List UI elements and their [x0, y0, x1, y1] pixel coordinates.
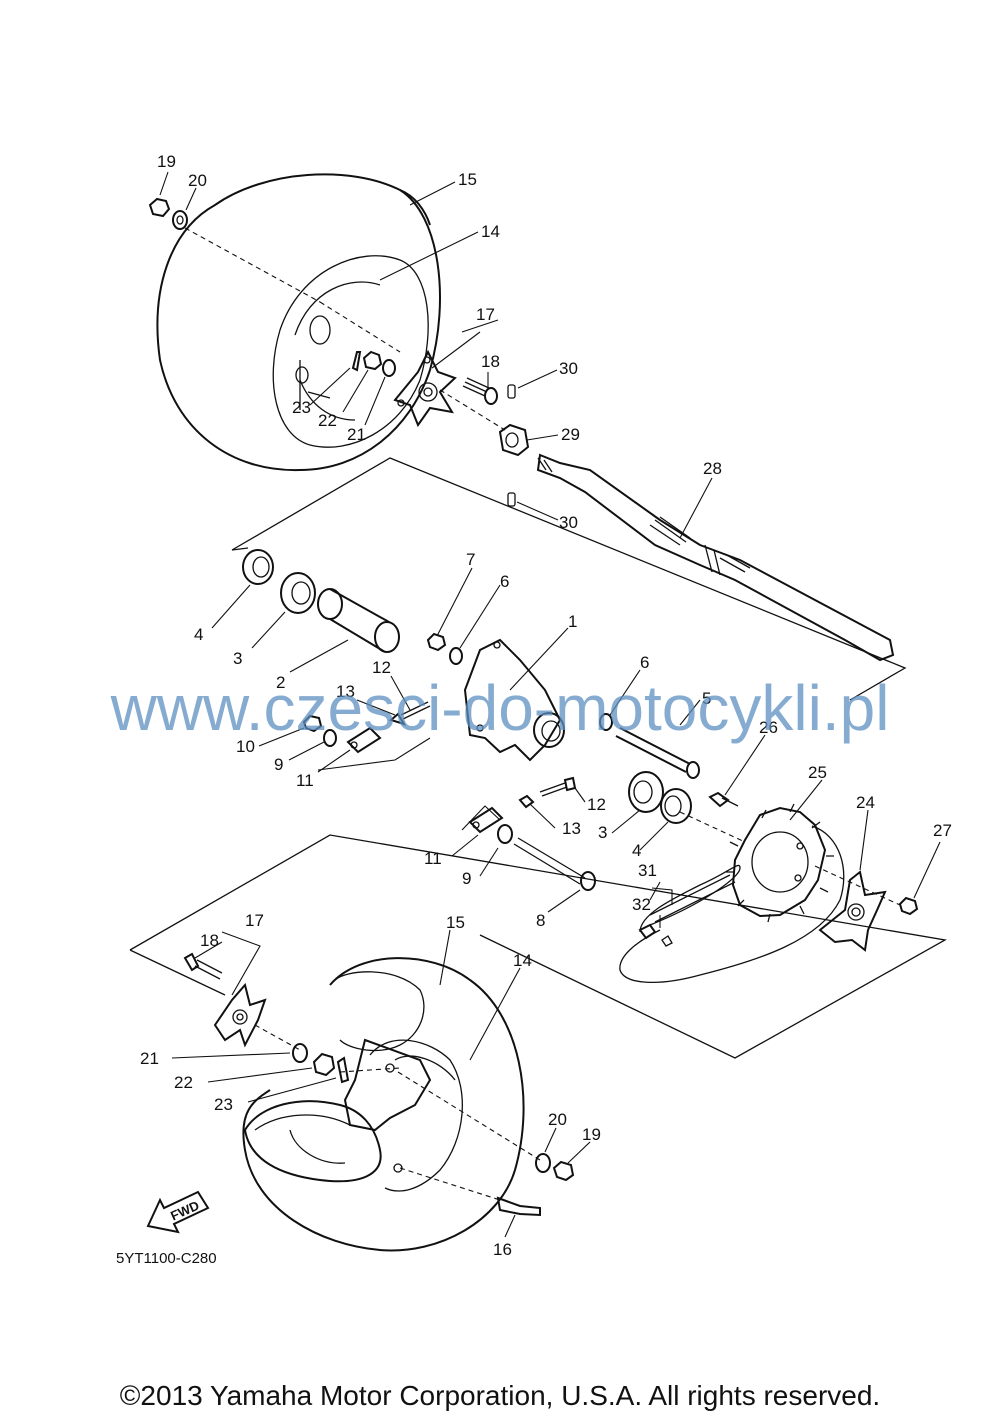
callout-9: 9	[462, 869, 471, 888]
callout-14: 14	[513, 951, 532, 970]
bearings-left	[242, 549, 316, 614]
callout-30: 30	[559, 359, 578, 378]
callout-18: 18	[200, 931, 219, 950]
callout-3: 3	[233, 649, 242, 668]
callout-23: 23	[214, 1095, 233, 1114]
sprocket	[726, 803, 834, 923]
callout-14: 14	[481, 222, 500, 241]
copyright-notice: ©2013 Yamaha Motor Corporation, U.S.A. A…	[119, 1380, 881, 1411]
callout-4: 4	[632, 841, 641, 860]
callout-15: 15	[446, 913, 465, 932]
spacer-tube	[317, 588, 400, 653]
callout-12: 12	[587, 795, 606, 814]
sprocket-hub	[818, 870, 919, 952]
callout-3: 3	[598, 823, 607, 842]
bearings-right	[468, 771, 739, 891]
fwd-arrow: FWD	[146, 1190, 210, 1234]
callout-8: 8	[536, 911, 545, 930]
callout-18: 18	[481, 352, 500, 371]
callout-19: 19	[582, 1125, 601, 1144]
callout-31: 31	[638, 861, 657, 880]
callout-11: 11	[296, 771, 314, 790]
lower-wheel	[242, 957, 525, 1252]
callout-22: 22	[174, 1073, 193, 1092]
callout-27: 27	[933, 821, 952, 840]
callout-13: 13	[336, 682, 355, 701]
callout-19: 19	[157, 152, 176, 171]
bracket-fasteners	[302, 632, 613, 754]
bolt-5	[615, 727, 700, 779]
diagram-code: 5YT1100-C280	[116, 1250, 217, 1267]
callout-23: 23	[292, 398, 311, 417]
lower-hub	[183, 952, 267, 1048]
leader-lines	[159, 171, 941, 1238]
callout-17: 17	[245, 911, 264, 930]
callout-25: 25	[808, 763, 827, 782]
callout-6: 6	[640, 653, 649, 672]
callout-28: 28	[703, 459, 722, 478]
callout-26: 26	[759, 718, 778, 737]
watermark: www.czesci-do-motocykli.pl	[110, 672, 890, 744]
callout-6: 6	[500, 572, 509, 591]
callout-20: 20	[188, 171, 207, 190]
callout-13: 13	[562, 819, 581, 838]
callout-29: 29	[561, 425, 580, 444]
callout-12: 12	[372, 658, 391, 677]
callout-20: 20	[548, 1110, 567, 1129]
drive-chain	[619, 825, 845, 983]
callout-9: 9	[274, 755, 283, 774]
callout-24: 24	[856, 793, 875, 812]
axle-bracket	[463, 638, 565, 762]
callout-32: 32	[632, 895, 651, 914]
lower-fasteners	[292, 1043, 575, 1217]
upper-hub	[393, 349, 457, 428]
callout-21: 21	[140, 1049, 159, 1068]
callout-1: 1	[568, 612, 577, 631]
callout-30: 30	[559, 513, 578, 532]
callout-22: 22	[318, 411, 337, 430]
callout-4: 4	[194, 625, 203, 644]
upper-fasteners	[148, 197, 530, 507]
callout-5: 5	[702, 689, 711, 708]
callout-17: 17	[476, 305, 495, 324]
callout-11: 11	[424, 849, 442, 868]
callout-15: 15	[458, 170, 477, 189]
callout-2: 2	[276, 673, 285, 692]
callout-labels: 19 20 15 14 17 18 30 29 23 22 21 28 30 7…	[116, 152, 952, 1267]
callout-10: 10	[236, 737, 255, 756]
callout-7: 7	[466, 550, 475, 569]
upper-wheel	[156, 173, 441, 472]
callout-16: 16	[493, 1240, 512, 1259]
rear-axle	[536, 453, 895, 662]
callout-21: 21	[347, 425, 366, 444]
